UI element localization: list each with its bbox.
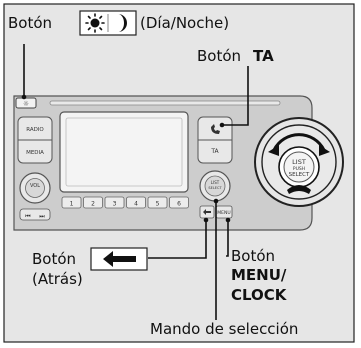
leader-menu-dot bbox=[225, 217, 231, 223]
leader-back-dot bbox=[203, 217, 209, 223]
preset-buttons: 1 2 3 4 5 6 bbox=[61, 196, 189, 209]
back-arrow-icon bbox=[103, 251, 136, 267]
day-night-unit-glyph: ☼ bbox=[23, 100, 29, 108]
knob-inset-face-inner bbox=[283, 151, 315, 183]
knob-push-arrow bbox=[287, 185, 311, 194]
knob-list-label: LIST bbox=[292, 158, 306, 166]
ta-label-bold: TA bbox=[253, 47, 274, 65]
leader-selector-dot bbox=[213, 198, 219, 204]
seek-forward-icon: ⏭ bbox=[39, 213, 45, 220]
knob-push-label: PUSH bbox=[293, 166, 305, 172]
ta-label-prefix: Botón bbox=[197, 47, 242, 65]
preset-button-4 bbox=[126, 196, 146, 209]
cd-slot bbox=[49, 100, 281, 106]
phone-icon bbox=[211, 124, 220, 134]
selector-label: Mando de selección bbox=[150, 320, 299, 338]
day-night-label-suffix: (Día/Noche) bbox=[140, 14, 230, 32]
preset-label-2: 2 bbox=[91, 201, 95, 208]
preset-button-1 bbox=[61, 196, 82, 209]
back-label-line2: (Atrás) bbox=[32, 270, 83, 288]
vol-key-label: VOL bbox=[30, 183, 40, 189]
selector-unit-text: LIST bbox=[211, 180, 220, 185]
menu-label-prefix: Botón bbox=[231, 247, 276, 265]
ta-key-label: TA bbox=[210, 148, 219, 155]
preset-label-4: 4 bbox=[134, 201, 138, 208]
leader-day-night-dot bbox=[21, 94, 27, 100]
leader-ta-dot bbox=[219, 122, 225, 128]
sun-icon bbox=[85, 13, 105, 33]
moon-icon bbox=[118, 14, 127, 32]
preset-label-5: 5 bbox=[156, 201, 160, 208]
preset-button-3 bbox=[104, 196, 125, 209]
display-screen bbox=[59, 111, 189, 193]
radio-key-label: RADIO bbox=[26, 127, 44, 133]
leader-back bbox=[148, 221, 207, 259]
leader-ta bbox=[222, 66, 249, 126]
preset-button-6 bbox=[169, 196, 189, 209]
preset-label-1: 1 bbox=[70, 201, 74, 208]
selector-unit-text-2: SELECT bbox=[208, 186, 222, 190]
selector-knob-unit-center bbox=[204, 175, 226, 197]
volume-knob-center bbox=[25, 178, 45, 198]
preset-button-5 bbox=[147, 196, 168, 209]
menu-key-label: MENU bbox=[217, 210, 230, 216]
day-night-label-prefix: Botón bbox=[8, 14, 53, 32]
leader-menu bbox=[226, 221, 229, 257]
leader-lines bbox=[23, 44, 249, 320]
preset-label-3: 3 bbox=[113, 201, 117, 208]
media-key-label: MEDIA bbox=[26, 150, 44, 156]
menu-label-bold-1: MENU/ bbox=[231, 266, 287, 284]
rotate-arrows-icon bbox=[268, 133, 330, 156]
display-inner bbox=[65, 117, 183, 187]
menu-label-bold-2: CLOCK bbox=[231, 286, 287, 304]
back-label-prefix: Botón bbox=[32, 250, 77, 268]
preset-button-2 bbox=[83, 196, 103, 209]
knob-select-label: SELECT bbox=[289, 172, 310, 178]
seek-back-icon: ⏮ bbox=[25, 213, 31, 220]
seek-buttons bbox=[19, 208, 51, 221]
back-unit-icon bbox=[203, 209, 211, 215]
preset-label-6: 6 bbox=[177, 201, 181, 208]
